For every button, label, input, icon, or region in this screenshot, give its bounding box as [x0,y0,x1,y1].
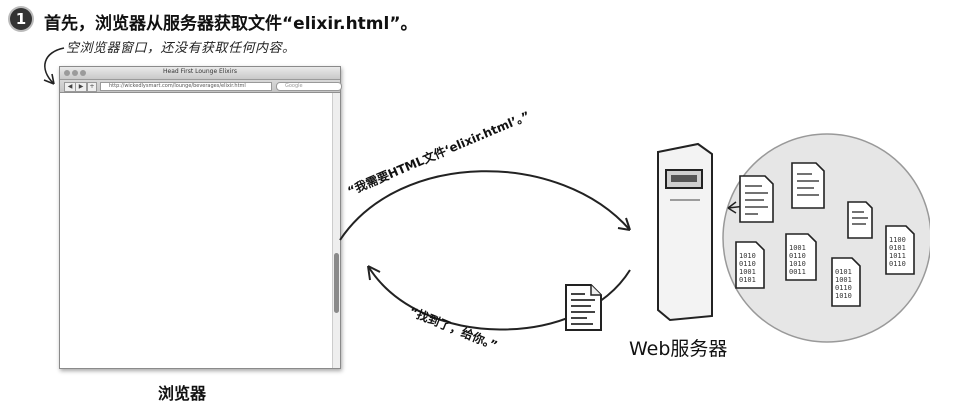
browser-toolbar: ◀ ▶ + http://wickedlysmart.com/lounge/be… [60,80,342,93]
svg-text:1010: 1010 [835,292,852,300]
browser-label: 浏览器 [158,384,207,403]
browser-titlebar: Head First Lounge Elixirs [60,67,340,80]
svg-text:0110: 0110 [789,252,806,260]
step-number-badge: 1 [10,8,32,30]
response-arrow [367,265,631,331]
step-title: 首先，浏览器从服务器获取文件“elixir.html”。 [44,14,418,34]
html-document-icon [565,284,602,331]
svg-text:0110: 0110 [889,260,906,268]
minimize-dot-icon[interactable] [72,70,78,76]
browser-window-title: Head First Lounge Elixirs [163,68,237,75]
server-tower-icon [657,142,713,322]
annotation-arrow [43,47,65,85]
svg-text:0101: 0101 [889,244,906,252]
svg-text:0110: 0110 [739,260,756,268]
svg-text:1001: 1001 [789,244,806,252]
svg-text:1001: 1001 [739,268,756,276]
svg-text:1100: 1100 [889,236,906,244]
svg-text:1001: 1001 [835,276,852,284]
binary-file-icons [735,225,915,307]
empty-window-annotation: 空浏览器窗口，还没有获取任何内容。 [66,41,296,56]
search-field[interactable]: Google [276,82,342,91]
close-dot-icon[interactable] [64,70,70,76]
svg-text:0101: 0101 [835,268,852,276]
svg-text:0101: 0101 [739,276,756,284]
scrollbar[interactable] [332,93,340,368]
exchange-arrows [339,170,631,331]
reload-button[interactable]: + [87,82,97,92]
svg-text:1010: 1010 [739,252,756,260]
browser-window: Head First Lounge Elixirs ◀ ▶ + http://w… [59,66,342,369]
request-arrow [339,170,631,241]
scrollbar-thumb[interactable] [334,253,339,313]
svg-text:0110: 0110 [835,284,852,292]
forward-button[interactable]: ▶ [75,82,87,92]
url-bar[interactable]: http://wickedlysmart.com/lounge/beverage… [100,82,272,91]
svg-text:1011: 1011 [889,252,906,260]
svg-text:1010: 1010 [789,260,806,268]
svg-text:0011: 0011 [789,268,806,276]
server-storage-circle [722,133,930,343]
zoom-dot-icon[interactable] [80,70,86,76]
web-server-label: Web服务器 [629,338,728,360]
empty-page-viewport [60,93,332,368]
